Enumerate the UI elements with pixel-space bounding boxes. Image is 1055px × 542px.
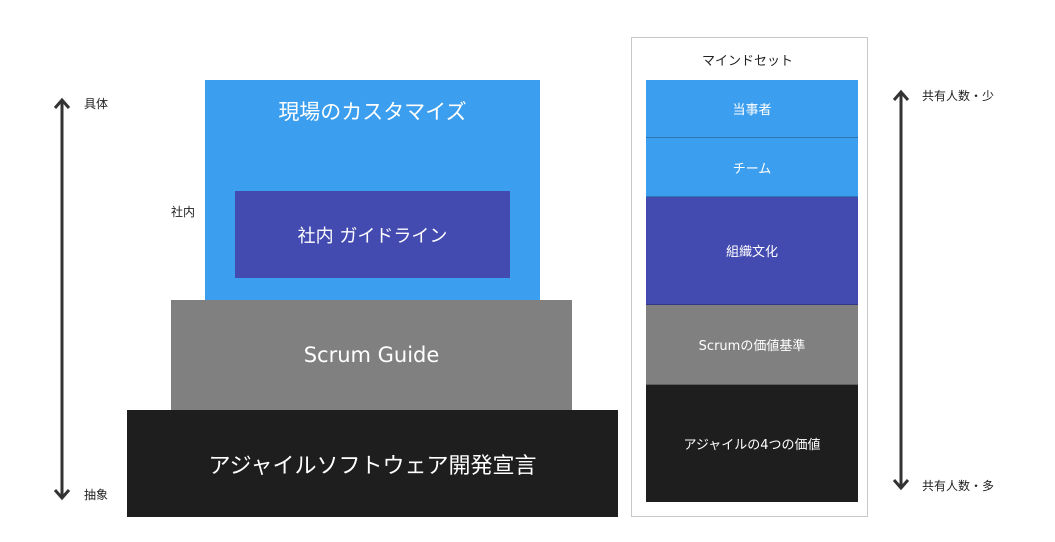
pyramid-top-label: 現場のカスタマイズ	[278, 100, 467, 124]
mindset-segment-scrum-values: Scrumの価値基準	[646, 305, 858, 385]
mindset-segment-team: チーム	[646, 138, 858, 197]
pyramid-inner-label: 社内 ガイドライン	[297, 225, 448, 247]
pyramid-bottom-block: アジャイルソフトウェア開発宣言	[127, 410, 618, 517]
mindset-segment-label: アジャイルの4つの価値	[683, 438, 821, 453]
mindset-segment-label: 組織文化	[725, 245, 778, 260]
right-axis-bottom-label: 共有人数・多	[922, 479, 995, 493]
mindset-segment-label: Scrumの価値基準	[698, 339, 806, 354]
right-axis-arrow	[892, 89, 910, 491]
pyramid-bottom-label: アジャイルソフトウェア開発宣言	[208, 453, 537, 479]
left-axis-bottom-label: 抽象	[84, 488, 109, 502]
mindset-segment-label: チーム	[732, 161, 772, 177]
pyramid-middle-block: Scrum Guide	[171, 300, 572, 410]
mindset-segment-label: 当事者	[732, 103, 772, 118]
mindset-segment-owner: 当事者	[646, 80, 858, 138]
mindset-segment-culture: 組織文化	[646, 197, 858, 305]
right-axis-top-label: 共有人数・少	[922, 89, 995, 103]
left-axis-arrow	[53, 97, 71, 501]
side-label-company: 社内	[171, 205, 196, 219]
mindset-segment-agile-values: アジャイルの4つの価値	[646, 385, 858, 502]
pyramid-inner-block: 社内 ガイドライン	[235, 191, 510, 278]
mindset-title: マインドセット	[702, 54, 794, 69]
pyramid-middle-label: Scrum Guide	[303, 343, 440, 367]
left-axis-top-label: 具体	[84, 97, 109, 111]
